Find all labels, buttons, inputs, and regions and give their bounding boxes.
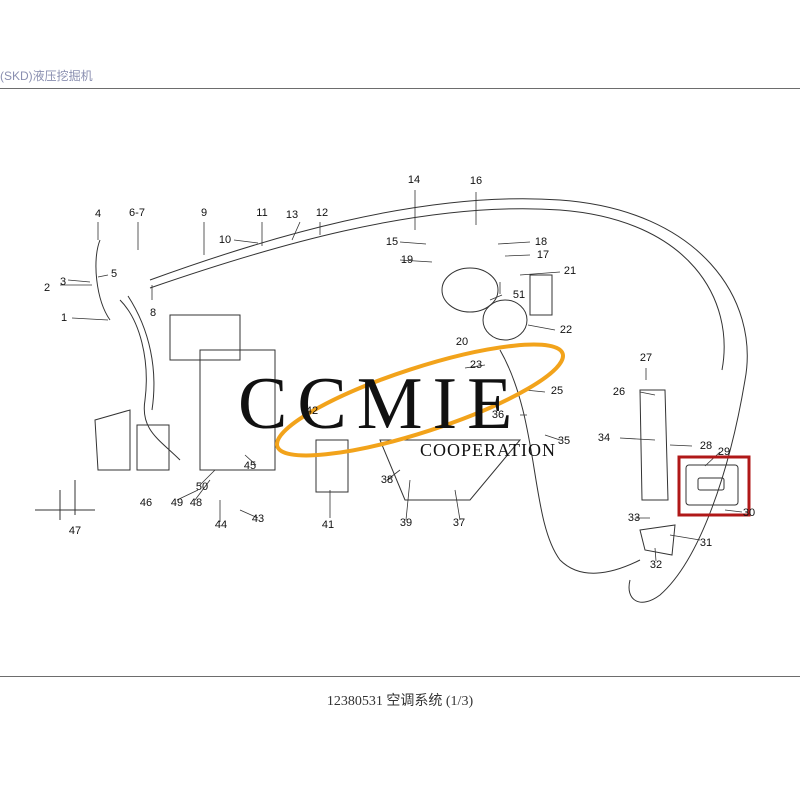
gasket-29 [685, 464, 739, 506]
callout-3: 3 [59, 276, 67, 288]
hvac-unit-top [169, 314, 241, 361]
callout-48: 48 [189, 497, 203, 509]
callout-50: 50 [195, 481, 209, 493]
callout-21: 21 [563, 265, 577, 277]
bracket-31 [639, 524, 676, 556]
callout-20: 20 [455, 336, 469, 348]
callout-46: 46 [139, 497, 153, 509]
hvac-unit [199, 349, 276, 471]
callout-26: 26 [612, 386, 626, 398]
hose-47 [35, 480, 95, 520]
callout-11: 11 [256, 207, 268, 219]
callout-17: 17 [536, 249, 550, 261]
callout-9: 9 [200, 207, 208, 219]
callout-1: 1 [60, 312, 68, 324]
compressor-belt [441, 267, 499, 313]
callout-4b: 4 [380, 407, 388, 419]
callout-49: 49 [170, 497, 184, 509]
compressor-22 [482, 299, 528, 341]
callout-33: 33 [627, 512, 641, 524]
callout-27: 27 [639, 352, 653, 364]
watermark-ring [274, 342, 566, 458]
callout-14: 14 [407, 174, 421, 186]
watermark-sub: COOPERATION [420, 440, 557, 460]
callout-38: 38 [380, 474, 394, 486]
callout-35: 35 [557, 435, 571, 447]
callout-44: 44 [214, 519, 228, 531]
watermark-main: CCMIE [238, 363, 523, 445]
receiver-34 [639, 389, 669, 501]
footer-rule [0, 676, 800, 677]
callout-30: 30 [742, 507, 756, 519]
gasket-29-inner [697, 477, 725, 491]
callout-34: 34 [597, 432, 611, 444]
highlight-box [677, 455, 751, 517]
hose-lower [499, 349, 641, 574]
bracket-21 [529, 274, 553, 316]
hose-left-c [95, 239, 111, 321]
callout-5: 5 [110, 268, 118, 280]
callout-2: 2 [43, 282, 51, 294]
callout-12: 12 [315, 207, 329, 219]
callout-16: 16 [469, 175, 483, 187]
callout-39: 39 [399, 517, 413, 529]
callout-42: 42 [305, 405, 319, 417]
callout-19: 19 [400, 254, 414, 266]
callout-22: 22 [559, 324, 573, 336]
footer-caption: 12380531 空调系统 (1/3) [326, 694, 474, 709]
callout-6-7: 6-7 [129, 207, 145, 219]
bracket-37 [379, 439, 522, 501]
callout-18: 18 [534, 236, 548, 248]
callout-4: 4 [94, 208, 102, 220]
controller-41 [315, 439, 349, 493]
callout-31: 31 [699, 537, 713, 549]
callout-15: 15 [385, 236, 399, 248]
hose-loop-outer [149, 198, 748, 603]
air-duct-46 [136, 424, 170, 471]
air-duct-front [94, 409, 131, 471]
callout-32: 32 [649, 559, 663, 571]
hose-left-a [119, 299, 181, 461]
callout-13: 13 [285, 209, 299, 221]
callout-37: 37 [452, 517, 466, 529]
header-rule [0, 88, 800, 89]
callout-10: 10 [218, 234, 232, 246]
callout-36: 36 [491, 409, 505, 421]
callout-45: 45 [243, 460, 257, 472]
callout-43: 43 [251, 513, 265, 525]
callout-23: 23 [469, 359, 483, 371]
hose-left-b [127, 295, 155, 411]
callout-47: 47 [68, 525, 82, 537]
callout-28: 28 [699, 440, 713, 452]
callout-8: 8 [149, 307, 157, 319]
leader-lines [60, 190, 743, 562]
callout-29: 29 [717, 446, 731, 458]
callout-51: 51 [512, 289, 526, 301]
callout-41: 41 [321, 519, 335, 531]
header-title: (SKD)液压挖掘机 [0, 69, 93, 83]
callout-25: 25 [550, 385, 564, 397]
hose-loop-inner [149, 208, 725, 371]
